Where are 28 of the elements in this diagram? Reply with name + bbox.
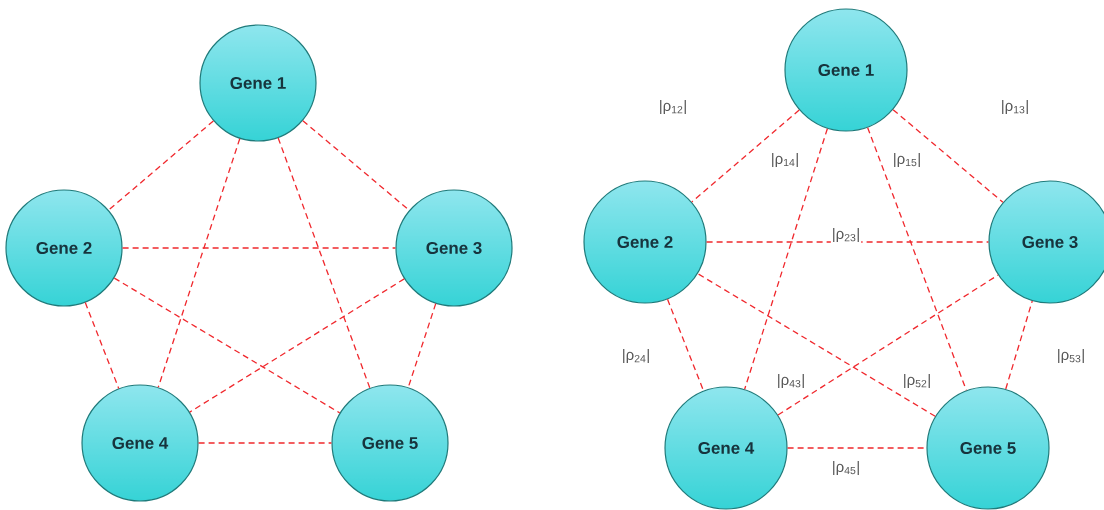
edge-label: |ρ$_{12}$| [657,99,689,115]
dashed-line [666,298,705,392]
dashed-line [892,109,1004,203]
dashed-line [777,274,999,416]
dashed-line [691,109,800,203]
edge-label: |ρ$_{13}$| [999,99,1031,115]
dashed-line [302,120,410,211]
dashed-line [277,137,371,389]
dashed-line [407,303,437,388]
edge-label: |ρ$_{14}$| [769,152,801,168]
dashed-line [108,120,214,211]
edge-label: |ρ$_{24}$| [620,348,652,364]
edge-label: |ρ$_{52}$| [901,373,933,389]
edge-label: |ρ$_{23}$| [830,227,862,243]
dashed-line [197,442,333,444]
dashed-line [705,241,990,243]
dashed-line [697,273,936,417]
dashed-line [84,301,120,390]
dashed-line [157,138,241,388]
dashed-line [189,278,405,413]
edge-label: |ρ$_{45}$| [830,460,862,476]
dashed-line [1005,300,1033,390]
edge-label: |ρ$_{53}$| [1055,348,1087,364]
dashed-line [113,277,341,414]
dashed-line [121,247,397,249]
edge-label: |ρ$_{15}$| [891,152,923,168]
dashed-line [744,128,828,390]
edge-label: |ρ$_{43}$| [775,373,807,389]
